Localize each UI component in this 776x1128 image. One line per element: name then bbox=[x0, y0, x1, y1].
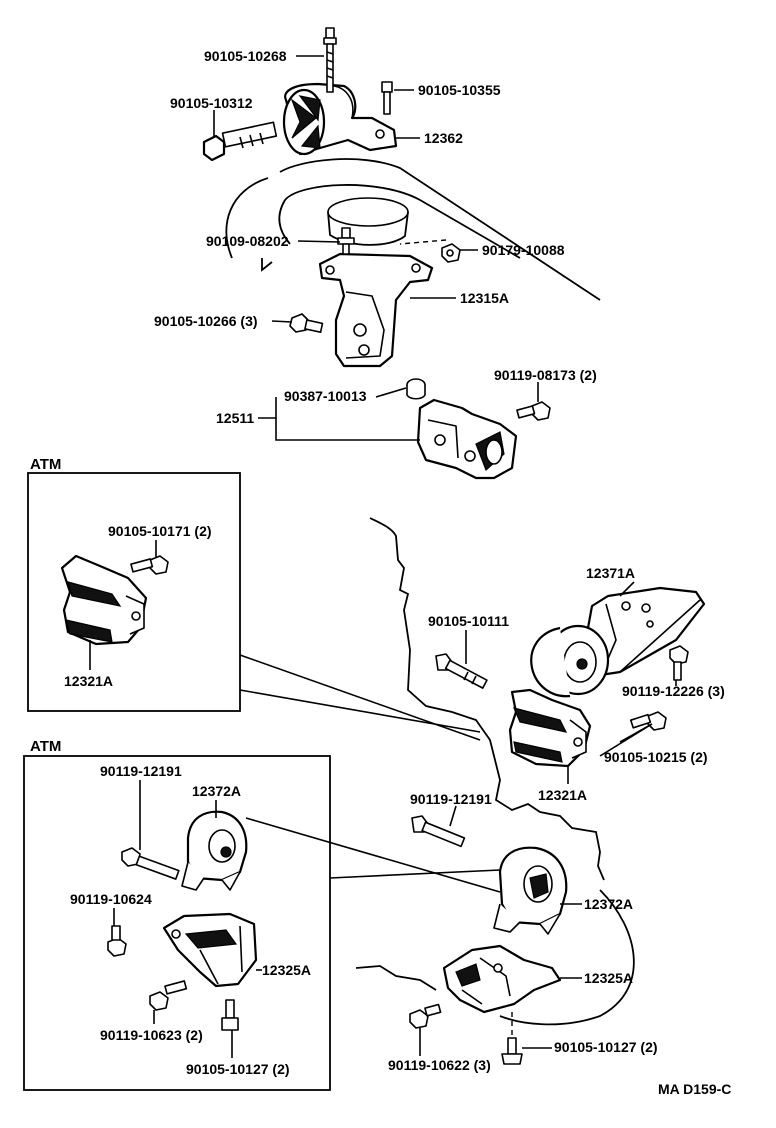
box2-bolt-90105-10127 bbox=[221, 999, 239, 1031]
bolt-90105-10127 bbox=[501, 1012, 523, 1065]
bolt-90105-10111 bbox=[435, 653, 488, 689]
label-12372A: 12372A bbox=[584, 896, 633, 912]
label-box2-90105-10127-2: 90105-10127 (2) bbox=[186, 1061, 290, 1077]
box1-connector-line-b bbox=[239, 654, 481, 741]
label-90387-10013: 90387-10013 bbox=[284, 388, 367, 404]
part-12321A-front-mount bbox=[508, 688, 592, 768]
label-12325A: 12325A bbox=[584, 970, 633, 986]
part-12362-upper-mount bbox=[282, 82, 398, 156]
bolt-90105-10268 bbox=[323, 27, 337, 93]
bolt-90119-10622 bbox=[409, 1003, 442, 1029]
part-12325A-bracket bbox=[442, 944, 562, 1014]
label-90105-10355: 90105-10355 bbox=[418, 82, 501, 98]
label-90109-08202: 90109-08202 bbox=[206, 233, 289, 249]
label-box1-12321A: 12321A bbox=[64, 673, 113, 689]
box2-bolt-90119-12191 bbox=[121, 847, 180, 880]
bolt-90105-10312 bbox=[202, 121, 278, 162]
leader-lines bbox=[89, 55, 677, 1058]
label-box2-12325A: 12325A bbox=[262, 962, 311, 978]
box2-part-12325A bbox=[162, 912, 258, 988]
diagram-reference-code: MA D159-C bbox=[658, 1081, 731, 1097]
part-90387-10013-bushing bbox=[406, 378, 426, 400]
bolt-90119-12226 bbox=[669, 645, 689, 681]
label-90105-10266-3: 90105-10266 (3) bbox=[154, 313, 258, 329]
label-90119-08173-2: 90119-08173 (2) bbox=[494, 367, 597, 383]
label-12321A: 12321A bbox=[538, 787, 587, 803]
transmission-case-outline bbox=[225, 158, 601, 301]
box2-bolt-90119-10624 bbox=[107, 925, 127, 957]
label-box1-90105-10171-2: 90105-10171 (2) bbox=[108, 523, 212, 539]
label-90105-10127-2: 90105-10127 (2) bbox=[554, 1039, 658, 1055]
label-90105-10215-2: 90105-10215 (2) bbox=[604, 749, 708, 765]
label-12511: 12511 bbox=[216, 410, 254, 426]
bolt-90119-08173 bbox=[516, 401, 551, 421]
label-box2-90119-10623-2: 90119-10623 (2) bbox=[100, 1027, 203, 1043]
bolt-90105-10355 bbox=[381, 81, 393, 115]
label-box2-90119-10624: 90119-10624 bbox=[70, 891, 152, 907]
part-12511-mount-bracket bbox=[416, 398, 518, 480]
box2-part-12372A bbox=[181, 810, 248, 891]
atm-box-upper-title: ATM bbox=[30, 456, 61, 473]
label-90105-10312: 90105-10312 bbox=[170, 95, 253, 111]
label-12371A: 12371A bbox=[586, 565, 635, 581]
box2-connector-line-a bbox=[245, 817, 501, 893]
nut-90179-10088 bbox=[441, 243, 461, 263]
box2-bolt-90119-10623 bbox=[149, 980, 188, 1011]
label-90179-10088: 90179-10088 bbox=[482, 242, 565, 258]
atm-box-upper bbox=[27, 472, 241, 712]
atm-box-lower-title: ATM bbox=[30, 738, 61, 755]
label-90119-12226-3: 90119-12226 (3) bbox=[622, 683, 725, 699]
atm-box-lower bbox=[23, 755, 331, 1091]
label-90105-10268: 90105-10268 bbox=[204, 48, 287, 64]
box2-connector-line-b bbox=[329, 869, 501, 879]
bolt-90105-10215 bbox=[629, 711, 667, 731]
label-box2-90119-12191: 90119-12191 bbox=[100, 763, 182, 779]
label-12362: 12362 bbox=[424, 130, 463, 146]
part-12372A-mount bbox=[493, 846, 568, 935]
box1-bolt-90105-10171 bbox=[130, 555, 169, 575]
part-12315A-bracket bbox=[318, 252, 434, 368]
label-90105-10111: 90105-10111 bbox=[428, 613, 509, 629]
box1-part-12321A bbox=[60, 554, 148, 646]
label-90119-10622-3: 90119-10622 (3) bbox=[388, 1057, 491, 1073]
label-box2-12372A: 12372A bbox=[192, 783, 241, 799]
label-12315A: 12315A bbox=[460, 290, 509, 306]
bolt-90105-10266 bbox=[289, 313, 324, 334]
part-12371A-rear-mount bbox=[530, 586, 706, 698]
bolt-90119-12191 bbox=[411, 815, 466, 848]
bolt-90109-08202 bbox=[337, 227, 355, 255]
label-90119-12191: 90119-12191 bbox=[410, 791, 492, 807]
